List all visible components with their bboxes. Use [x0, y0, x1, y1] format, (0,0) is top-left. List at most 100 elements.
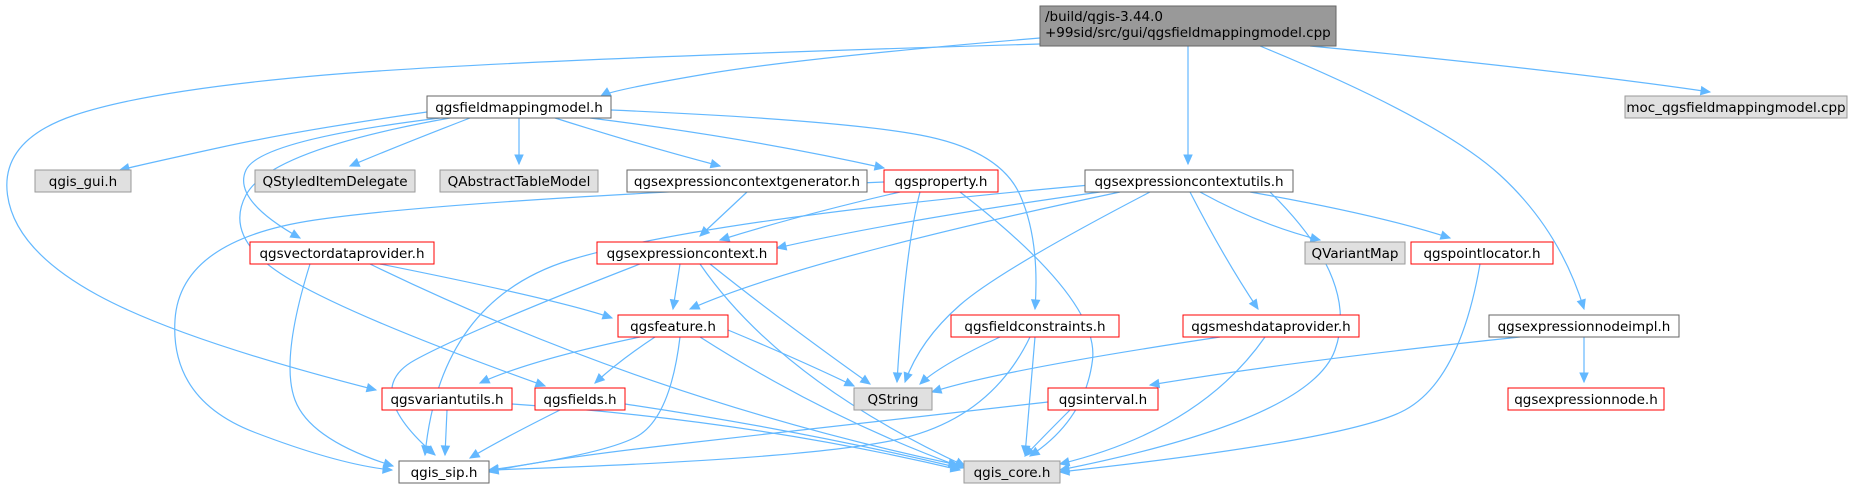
node-label: QStyledItemDelegate: [262, 174, 407, 190]
arrowhead: [1248, 298, 1259, 311]
edge-qgsexpressioncontextutils-to-qvariantmap: [1199, 191, 1322, 243]
node-qstyleditemdelegate[interactable]: QStyledItemDelegate: [254, 169, 416, 193]
edge-qgsinterval-to-qgis_core: [1024, 409, 1071, 457]
node-label: qgis_core.h: [974, 465, 1051, 481]
arrowhead: [594, 373, 606, 384]
node-qgsmeshdataprovider[interactable]: qgsmeshdataprovider.h: [1182, 314, 1360, 338]
node-qgsinterval[interactable]: qgsinterval.h: [1047, 387, 1159, 411]
arrowhead: [688, 300, 701, 310]
node-qvariantmap[interactable]: QVariantMap: [1304, 241, 1406, 265]
edge-qgsexpressioncontextutils-to-qgsexpressioncontext: [775, 191, 1101, 251]
node-qgsfieldmappingmodel_h[interactable]: qgsfieldmappingmodel.h: [426, 95, 612, 119]
arrowhead: [919, 373, 931, 385]
node-box: [883, 169, 999, 193]
node-box: [1084, 169, 1294, 193]
edge-qgsfieldconstraints-to-qstring: [919, 336, 1001, 385]
edge-qgsfields-to-qgis_core: [624, 403, 962, 471]
node-label: qgsexpressionnodeimpl.h: [1498, 319, 1671, 335]
node-box: [1507, 387, 1665, 411]
node-label: qgsexpressioncontextgenerator.h: [634, 174, 860, 190]
node-box: [34, 169, 132, 193]
arrowhead: [1183, 154, 1193, 166]
edge-qgsfieldmappingmodel_h-to-qgis_gui: [118, 111, 428, 173]
edge-root-to-qgsexpressioncontextutils: [1183, 46, 1193, 166]
arrowhead: [775, 241, 788, 251]
arrowhead: [1148, 378, 1161, 389]
arrowhead: [601, 310, 614, 320]
edge-qgsmeshdataprovider-to-qstring: [930, 336, 1221, 394]
node-box: [853, 387, 933, 411]
node-box: [617, 314, 729, 338]
node-box: [1624, 95, 1848, 119]
edge-qgsvectordataprovider-to-qgis_core: [369, 263, 960, 468]
node-label: qgsvectordataprovider.h: [259, 246, 424, 262]
node-label: qgsvariantutils.h: [390, 392, 503, 408]
node-qgsexpressioncontextgenerator[interactable]: qgsexpressioncontextgenerator.h: [626, 169, 868, 193]
node-qgsfieldconstraints[interactable]: qgsfieldconstraints.h: [950, 314, 1120, 338]
edge-qgsfieldmappingmodel_h-to-qgsfields: [239, 117, 547, 388]
arrowhead: [599, 87, 612, 97]
node-qgsexpressionnodeimpl[interactable]: qgsexpressionnodeimpl.h: [1488, 314, 1680, 338]
node-box: [626, 169, 868, 193]
arrowhead: [534, 378, 547, 388]
arrowhead: [949, 461, 962, 471]
node-moc[interactable]: moc_qgsfieldmappingmodel.cpp: [1624, 95, 1848, 119]
node-qgsvariantutils[interactable]: qgsvariantutils.h: [381, 387, 513, 411]
arrowhead: [514, 154, 524, 166]
node-qgsfields[interactable]: qgsfields.h: [534, 387, 626, 411]
arrowhead: [478, 374, 491, 384]
node-box: [1047, 387, 1159, 411]
arrowhead: [718, 232, 731, 242]
arrowhead: [1030, 299, 1041, 311]
node-label: qgsfieldmappingmodel.h: [435, 100, 603, 116]
node-box: [1039, 5, 1337, 47]
node-box: [439, 169, 599, 193]
node-qgsfeature[interactable]: qgsfeature.h: [617, 314, 729, 338]
edge-qgsfieldmappingmodel_h-to-qstyleditemdelegate: [348, 117, 471, 167]
node-qgsexpressionnode[interactable]: qgsexpressionnode.h: [1507, 387, 1665, 411]
node-qgis_core[interactable]: qgis_core.h: [963, 460, 1061, 484]
node-box: [1410, 241, 1554, 265]
edge-qgsexpressioncontext-to-qstring: [709, 263, 872, 385]
edge-qgsmeshdataprovider-to-qgis_core: [1058, 336, 1266, 467]
node-qabstracttablemodel[interactable]: QAbstractTableModel: [439, 169, 599, 193]
node-qgsvectordataprovider[interactable]: qgsvectordataprovider.h: [249, 241, 435, 265]
node-qgsexpressioncontext[interactable]: qgsexpressioncontext.h: [596, 241, 778, 265]
node-label: QAbstractTableModel: [448, 174, 591, 190]
arrowhead: [382, 458, 395, 468]
arrowhead: [669, 298, 680, 311]
node-qgsproperty[interactable]: qgsproperty.h: [883, 169, 999, 193]
edge-qgsproperty-to-qstring: [892, 191, 921, 384]
edge-root-to-moc: [1309, 45, 1712, 96]
arrowhead: [1579, 372, 1589, 384]
arrowhead: [903, 371, 913, 384]
node-label: qgis_gui.h: [49, 174, 117, 190]
edge-qgsfeature-to-qgsfields: [594, 336, 656, 384]
node-box: [963, 460, 1061, 484]
node-qstring[interactable]: QString: [853, 387, 933, 411]
node-label: /build/qgis-3.44.0: [1045, 9, 1163, 25]
edge-qgsexpressioncontextgenerator-to-qgsexpressioncontext: [699, 191, 748, 237]
node-label: qgspointlocator.h: [1423, 246, 1540, 262]
node-qgspointlocator[interactable]: qgspointlocator.h: [1410, 241, 1554, 265]
arrowhead: [843, 377, 856, 387]
node-label: qgsfieldconstraints.h: [964, 319, 1105, 335]
edge-qgsfeature-to-qgsvariantutils: [478, 336, 641, 384]
node-label: qgsmeshdataprovider.h: [1191, 319, 1350, 335]
node-qgis_sip[interactable]: qgis_sip.h: [398, 460, 490, 484]
node-root[interactable]: /build/qgis-3.44.0+99sid/src/gui/qgsfiel…: [1039, 5, 1337, 47]
arrowhead: [1058, 466, 1070, 476]
node-qgsexpressioncontextutils[interactable]: qgsexpressioncontextutils.h: [1084, 169, 1294, 193]
node-box: [254, 169, 416, 193]
arrowhead: [873, 161, 886, 171]
node-box: [398, 460, 490, 484]
node-qgis_gui[interactable]: qgis_gui.h: [34, 169, 132, 193]
node-label: qgsexpressioncontextutils.h: [1094, 174, 1283, 190]
node-box: [1488, 314, 1680, 338]
nodes-layer: /build/qgis-3.44.0+99sid/src/gui/qgsfiel…: [34, 5, 1848, 484]
node-label: qgsfeature.h: [630, 319, 716, 335]
node-box: [1304, 241, 1406, 265]
arrowhead: [424, 445, 436, 456]
edge-qgsvariantutils-to-qgis_sip: [440, 409, 451, 457]
edge-root-to-qgsexpressionnodeimpl: [1259, 45, 1586, 311]
